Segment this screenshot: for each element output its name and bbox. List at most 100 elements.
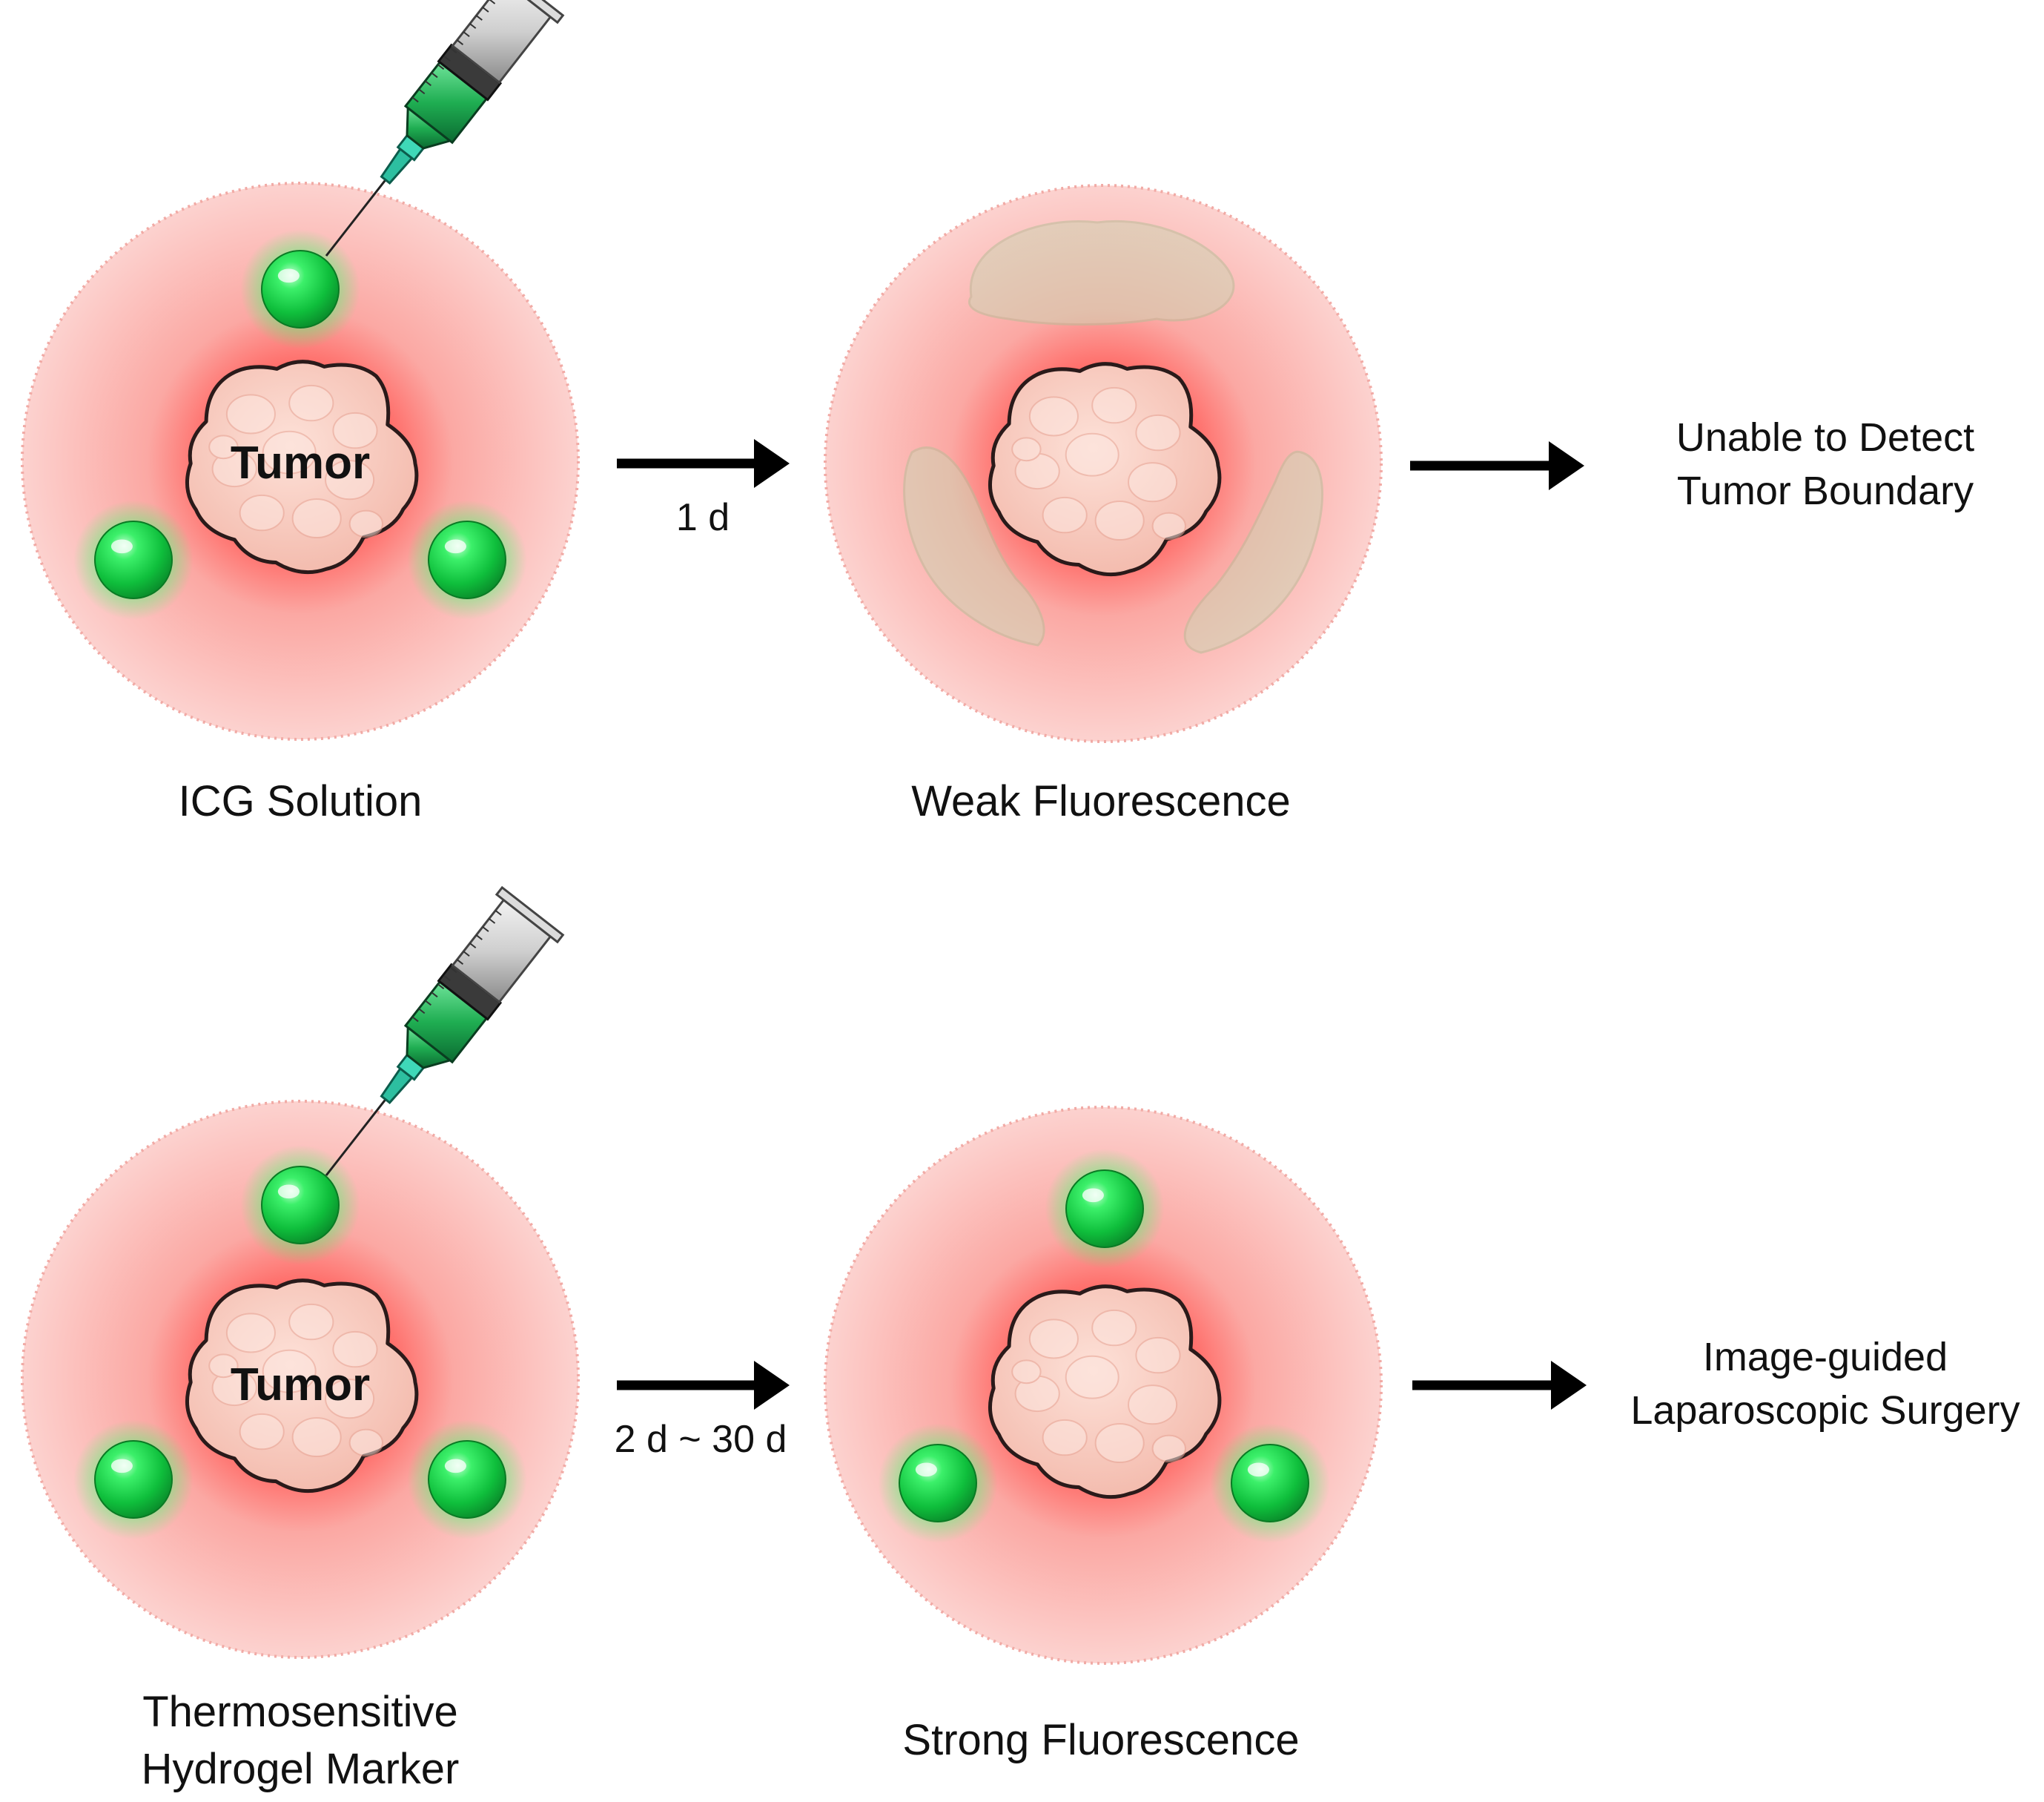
tumor-lobule [1065,432,1119,477]
scale-tick [437,983,445,990]
tumor-lobule [1094,1422,1145,1464]
tumor-lobule [1042,1419,1088,1456]
scale-tick [443,56,451,62]
tumor-lobule [262,1349,317,1393]
outcome-line-2: Tumor Boundary [1677,469,1974,513]
tumor-texture [208,384,383,539]
scale-tick [489,918,496,924]
diffused-dye [968,220,1235,326]
syringe-flange [526,0,565,24]
tumor-lobule [1011,1359,1042,1384]
syringe-icon [325,0,565,257]
hydrogel-marker [1231,1444,1309,1522]
tumor-texture [1011,386,1187,541]
scale-tick [411,1016,419,1023]
hydrogel-marker [261,1166,340,1244]
scale-tick [482,7,489,13]
outcome-line-2: Laparoscopic Surgery [1630,1388,2020,1433]
diffused-dye [1183,450,1323,654]
marker-highlight [444,1459,466,1473]
tumor-lobule [1028,396,1079,437]
right-arrow-icon [617,1361,790,1410]
arrow-head [754,439,790,488]
hydrogel-marker [899,1444,977,1522]
plunger-stopper [437,963,503,1021]
arrow-head [754,1361,790,1410]
tumor-lobule [325,1379,375,1419]
arrow-head [1551,1361,1587,1410]
tumor-lobule [1028,1319,1079,1359]
tumor-lobule [239,494,285,532]
caption-thermosensitive: Thermosensitive [142,1688,457,1736]
scale-tick [418,88,426,95]
scale-tick [463,31,470,37]
marker-highlight [444,539,466,554]
scale-tick [424,1000,431,1006]
scale-tick [431,991,438,998]
tumor-texture [208,1303,383,1458]
marker-highlight [110,1459,133,1473]
tumor-lobule [208,1353,239,1379]
marker-highlight [277,268,300,283]
tumor-label: Tumor [231,438,370,489]
caption-weak-fluorescence: Weak Fluorescence [911,777,1291,825]
tumor-lobule [1151,1434,1187,1463]
tumor-lobule [1091,386,1137,424]
hydrogel-marker [261,250,340,329]
tumor-lobule [225,1313,276,1353]
scale-tick [456,959,464,965]
scale-tick [495,910,502,916]
tissue-panel-strong [824,1106,1383,1665]
right-arrow-icon [1412,1361,1587,1410]
marker-highlight [915,1462,937,1477]
tumor-lobule [1065,1355,1119,1399]
plunger-stopper [437,43,503,102]
scale-tick [443,975,451,982]
time-label-1d: 1 d [676,496,730,539]
tumor-lobule [325,460,375,501]
tumor-label: Tumor [231,1359,370,1410]
outcome-line-1: Image-guided [1703,1335,1948,1379]
hydrogel-marker [94,521,173,599]
tumor-lobule [332,1330,378,1368]
hydrogel-marker [94,1440,173,1519]
diffused-dye [903,446,1045,647]
scale-tick [482,926,489,932]
scale-tick [418,1008,426,1014]
tumor-lobule [1151,512,1187,541]
tumor-lobule [348,1428,383,1457]
tumor-lobule [239,1413,285,1450]
scale-tick [437,64,445,70]
tumor-lobule [291,1416,342,1458]
tumor-lobule [1128,1384,1178,1425]
hydrogel-marker [428,1440,506,1519]
scale-tick [469,943,477,948]
tumor-lobule [208,435,239,460]
tumor-lobule [291,498,342,539]
tumor-lobule [225,394,276,435]
tumor-lobule [1042,496,1088,534]
tumor-lobule [332,412,378,449]
hydrogel-marker [428,521,506,599]
marker-highlight [110,539,133,554]
outcome-line-1: Unable to Detect [1676,415,1974,460]
tumor-texture [1011,1309,1187,1464]
tissue-panel-hydrogel [21,1100,580,1659]
scale-tick [450,47,457,54]
scale-tick [463,951,470,957]
tumor-lobule [1094,500,1145,541]
needle [325,179,387,257]
arrow-head [1549,441,1584,490]
scale-tick [411,96,419,103]
scale-tick [475,934,483,940]
needle [325,1098,387,1176]
caption-hydrogel-marker: Hydrogel Marker [142,1745,460,1793]
scale-tick [424,80,431,87]
caption-icg-solution: ICG Solution [179,777,423,825]
tissue-panel-icg [21,182,580,741]
scale-tick [456,39,464,45]
syringe-flange [495,885,565,944]
tumor-lobule [288,384,334,422]
marker-highlight [1082,1188,1104,1203]
